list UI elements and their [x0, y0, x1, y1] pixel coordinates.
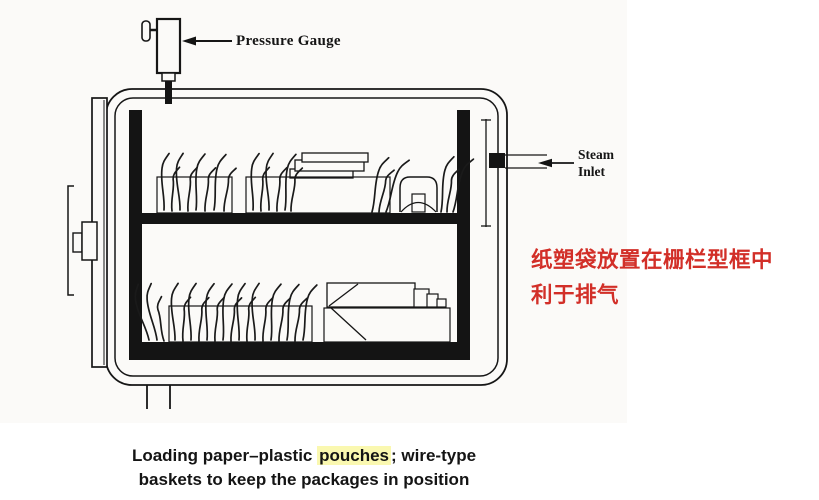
steam-inlet-label: Steam Inlet: [578, 146, 614, 180]
chamber-door: [91, 97, 108, 368]
wire-basket-upper-left: [156, 176, 233, 214]
chinese-annotation-line1: 纸塑袋放置在栅栏型框中: [531, 248, 774, 273]
chinese-annotation-line2: 利于排气: [531, 283, 620, 308]
round-container: [399, 176, 438, 213]
steam-inlet-port: [481, 119, 547, 227]
pouches-lower-basket: [168, 282, 318, 343]
pressure-gauge-arrow: [182, 36, 232, 46]
tray-stack: [289, 152, 369, 179]
flat-packages: [326, 282, 447, 341]
pressure-gauge-label: Pressure Gauge: [236, 33, 341, 49]
chinese-annotation: 纸塑袋放置在栅栏型框中 利于排气: [531, 243, 773, 313]
pressure-gauge: [141, 17, 182, 104]
middle-shelf: [142, 213, 457, 224]
caption-line1: Loading paper–plastic pouches; wire-type: [88, 444, 520, 468]
caption-text-after: ; wire-type: [391, 446, 477, 465]
steam-inlet-arrow: [538, 158, 574, 168]
wire-basket-lower-right: [323, 307, 451, 343]
steam-inlet-label-line2: Inlet: [578, 164, 605, 179]
caption-text-before: Loading paper–plastic: [131, 446, 318, 465]
caption-highlighted-word: pouches: [317, 446, 392, 465]
chamber-outer-shell: [105, 88, 508, 386]
steam-inlet-label-line1: Steam: [578, 147, 614, 162]
drain-pipe: [146, 385, 171, 409]
figure-caption: Loading paper–plastic pouches; wire-type…: [88, 444, 520, 492]
chamber-inner-walls: [129, 110, 470, 360]
wire-basket-lower-left: [168, 305, 313, 343]
caption-line2: baskets to keep the packages in position: [138, 470, 470, 489]
door-handle: [67, 185, 98, 296]
pouches-upper-left: [159, 152, 237, 213]
wire-basket-upper-middle: [245, 176, 391, 214]
